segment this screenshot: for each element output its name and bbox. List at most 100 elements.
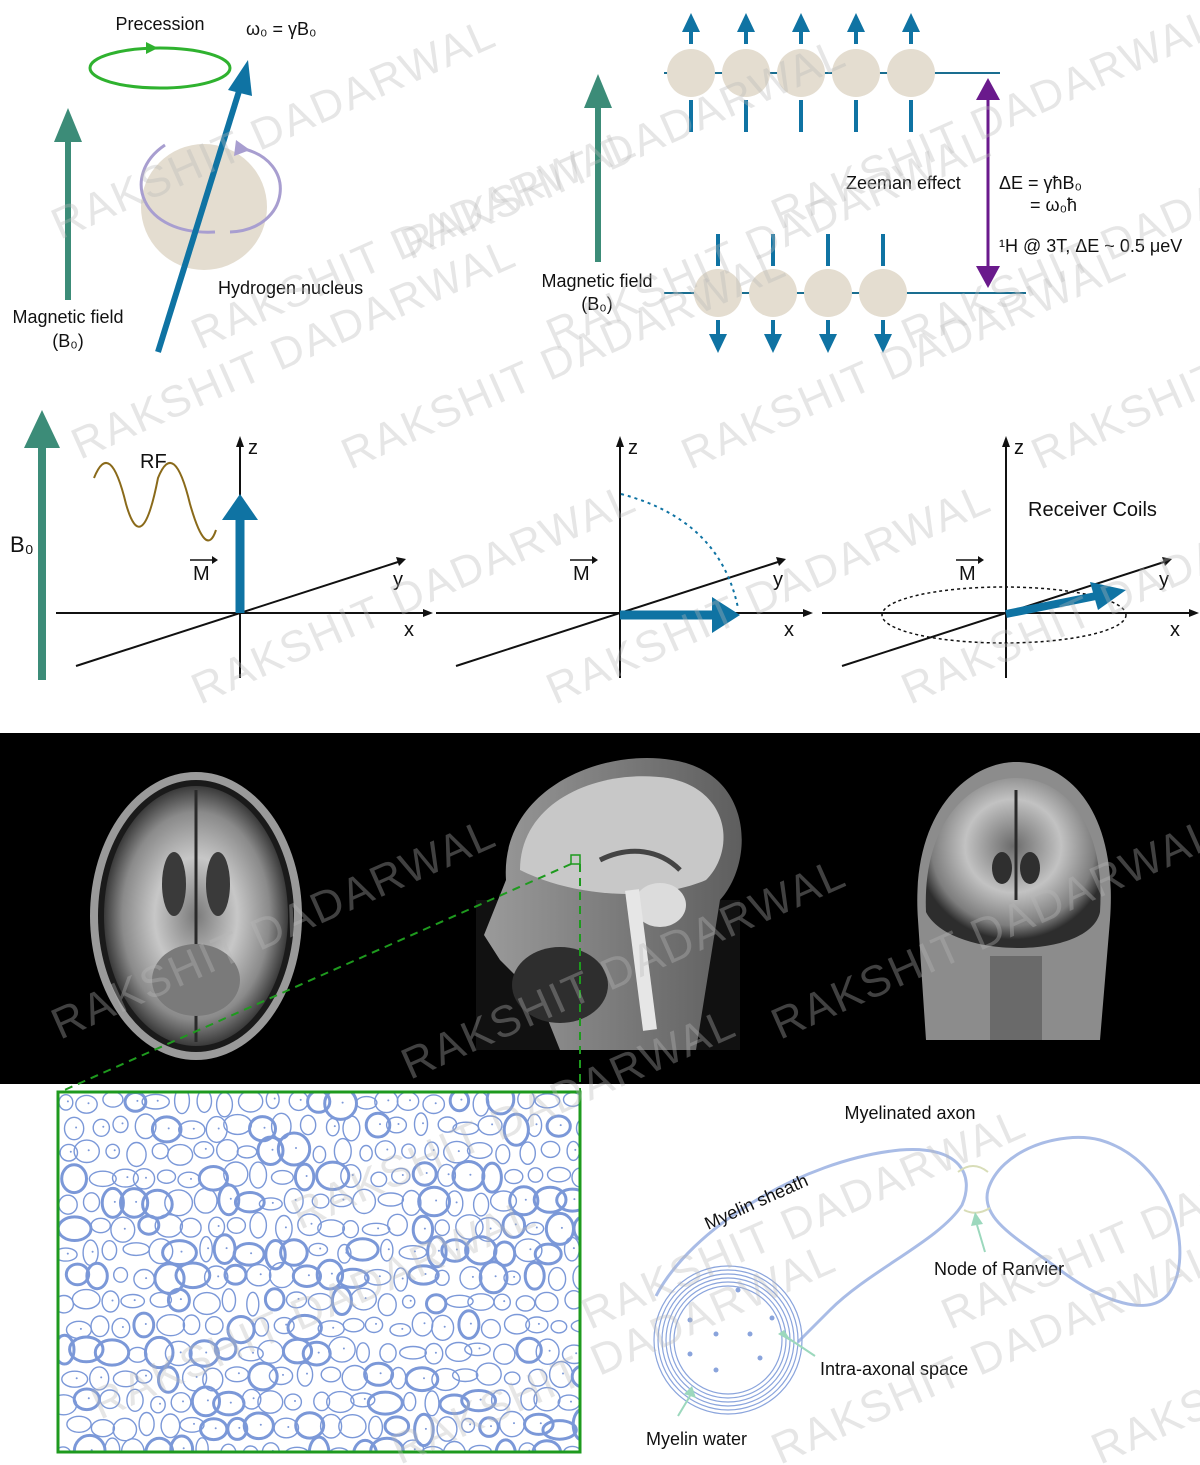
- axon-cell: [434, 1269, 450, 1287]
- b0-label: B₀: [10, 532, 34, 557]
- axon-cell: [356, 1342, 371, 1364]
- zoom-line-left: [59, 863, 572, 1093]
- nucleus-label: Hydrogen nucleus: [218, 278, 363, 298]
- axon-cell: [137, 1214, 161, 1236]
- axon-cell: [523, 1261, 546, 1291]
- axon-cell: [442, 1140, 471, 1164]
- axon-cell: [66, 1415, 92, 1434]
- axon-cell: [396, 1092, 420, 1111]
- flip-path-icon: [620, 493, 739, 609]
- axon-cell: [320, 1366, 342, 1383]
- axon-cell: [426, 1235, 448, 1269]
- axon-cell: [150, 1395, 166, 1414]
- axon-cell: [361, 1222, 391, 1237]
- axon-cell: [403, 1391, 417, 1412]
- precession-panel: Magnetic field (B₀) Precession ω₀ = γB₀ …: [12, 14, 363, 353]
- axon-cell: [315, 1160, 351, 1192]
- spin-down-nucleus-icon: [749, 234, 797, 353]
- axon-cell: [350, 1287, 377, 1311]
- axon-cell: [571, 1408, 580, 1442]
- axon-cell: [82, 1239, 99, 1267]
- axon-cell: [99, 1389, 121, 1410]
- axon-cell: [203, 1265, 229, 1290]
- axon-cell: [150, 1115, 183, 1144]
- axon-cell: [82, 1192, 101, 1213]
- orbit-arrowhead-icon: [146, 42, 158, 54]
- axon-cell: [182, 1314, 201, 1336]
- axon-cell: [208, 1216, 226, 1238]
- axon-cell: [411, 1214, 435, 1245]
- axon-cell: [359, 1144, 373, 1162]
- axon-cell: [387, 1213, 409, 1237]
- crop-box: [56, 1090, 582, 1454]
- spin-down-group: [694, 234, 907, 353]
- mri-panel: [0, 733, 1200, 1093]
- axon-cell: [352, 1438, 378, 1452]
- axon-cell: [164, 1340, 193, 1367]
- axon-cell: [58, 1394, 78, 1416]
- rf-label: RF: [140, 451, 167, 473]
- axon-cell: [72, 1433, 107, 1452]
- axon-cell: [523, 1412, 555, 1436]
- axon-cell: [122, 1242, 150, 1257]
- axon-cell: [157, 1365, 180, 1394]
- axon-cell: [399, 1345, 428, 1360]
- axon-cell: [226, 1416, 249, 1441]
- axon-cell: [504, 1168, 524, 1185]
- axon-cell: [279, 1238, 309, 1267]
- axon-cell: [247, 1361, 279, 1392]
- axon-cell: [377, 1192, 405, 1207]
- myelin-water-label: Myelin water: [646, 1429, 747, 1449]
- axon-cell: [120, 1293, 146, 1309]
- myelin-sheath-outline: [654, 1147, 968, 1344]
- axon-cell: [226, 1216, 247, 1234]
- axon-cell: [299, 1114, 317, 1136]
- axon-cell: [283, 1187, 304, 1214]
- axon-cell: [138, 1411, 155, 1437]
- axon-cell: [135, 1369, 153, 1384]
- axon-cell: [327, 1336, 356, 1363]
- magnetization-label-3: M: [959, 563, 976, 585]
- axon-cell: [503, 1371, 521, 1386]
- axon-cell: [534, 1291, 559, 1313]
- axon-cell: [489, 1190, 518, 1212]
- axon-cell: [93, 1338, 131, 1367]
- axon-cell: [455, 1214, 484, 1240]
- axon-cell: [475, 1362, 502, 1386]
- axon-cell: [177, 1120, 206, 1140]
- axon-crop-panel: [56, 1090, 582, 1454]
- axon-cell: [478, 1416, 500, 1438]
- axon-cell: [370, 1171, 388, 1188]
- magnetization-label-2: M: [573, 563, 590, 585]
- axon-cell: [112, 1266, 129, 1283]
- axon-cell: [492, 1343, 516, 1365]
- axon-cell: [494, 1438, 517, 1452]
- axon-cell: [562, 1445, 580, 1452]
- zeeman-effect-label: Zeeman effect: [846, 173, 961, 193]
- axon-cell: [525, 1221, 545, 1236]
- axon-cell: [424, 1141, 440, 1161]
- axon-cell: [363, 1268, 392, 1286]
- axon-cell: [342, 1219, 360, 1239]
- axon-cell: [284, 1446, 310, 1452]
- axon-cell: [166, 1143, 194, 1166]
- svg-text:y: y: [1159, 569, 1169, 591]
- axon-cell: [63, 1116, 85, 1141]
- axon-cell: [238, 1346, 264, 1362]
- axon-cell: [575, 1119, 580, 1138]
- axon-cell: [342, 1115, 361, 1142]
- axon-cell: [90, 1217, 111, 1234]
- axon-cell: [273, 1417, 300, 1439]
- axon-cell: [291, 1264, 322, 1288]
- axon-cell: [533, 1242, 563, 1266]
- axon-cell: [242, 1411, 275, 1441]
- axon-cell: [215, 1092, 234, 1118]
- spin-up-nucleus-icon: [832, 13, 880, 132]
- axon-cell: [204, 1315, 224, 1335]
- b0-arrow-icon: [24, 410, 60, 680]
- precession-orbit-icon: [88, 46, 232, 90]
- axon-cell: [174, 1261, 212, 1290]
- larmor-equation: ω₀ = γB₀: [246, 19, 317, 39]
- axon-cell: [490, 1389, 511, 1412]
- axon-cell: [64, 1262, 91, 1287]
